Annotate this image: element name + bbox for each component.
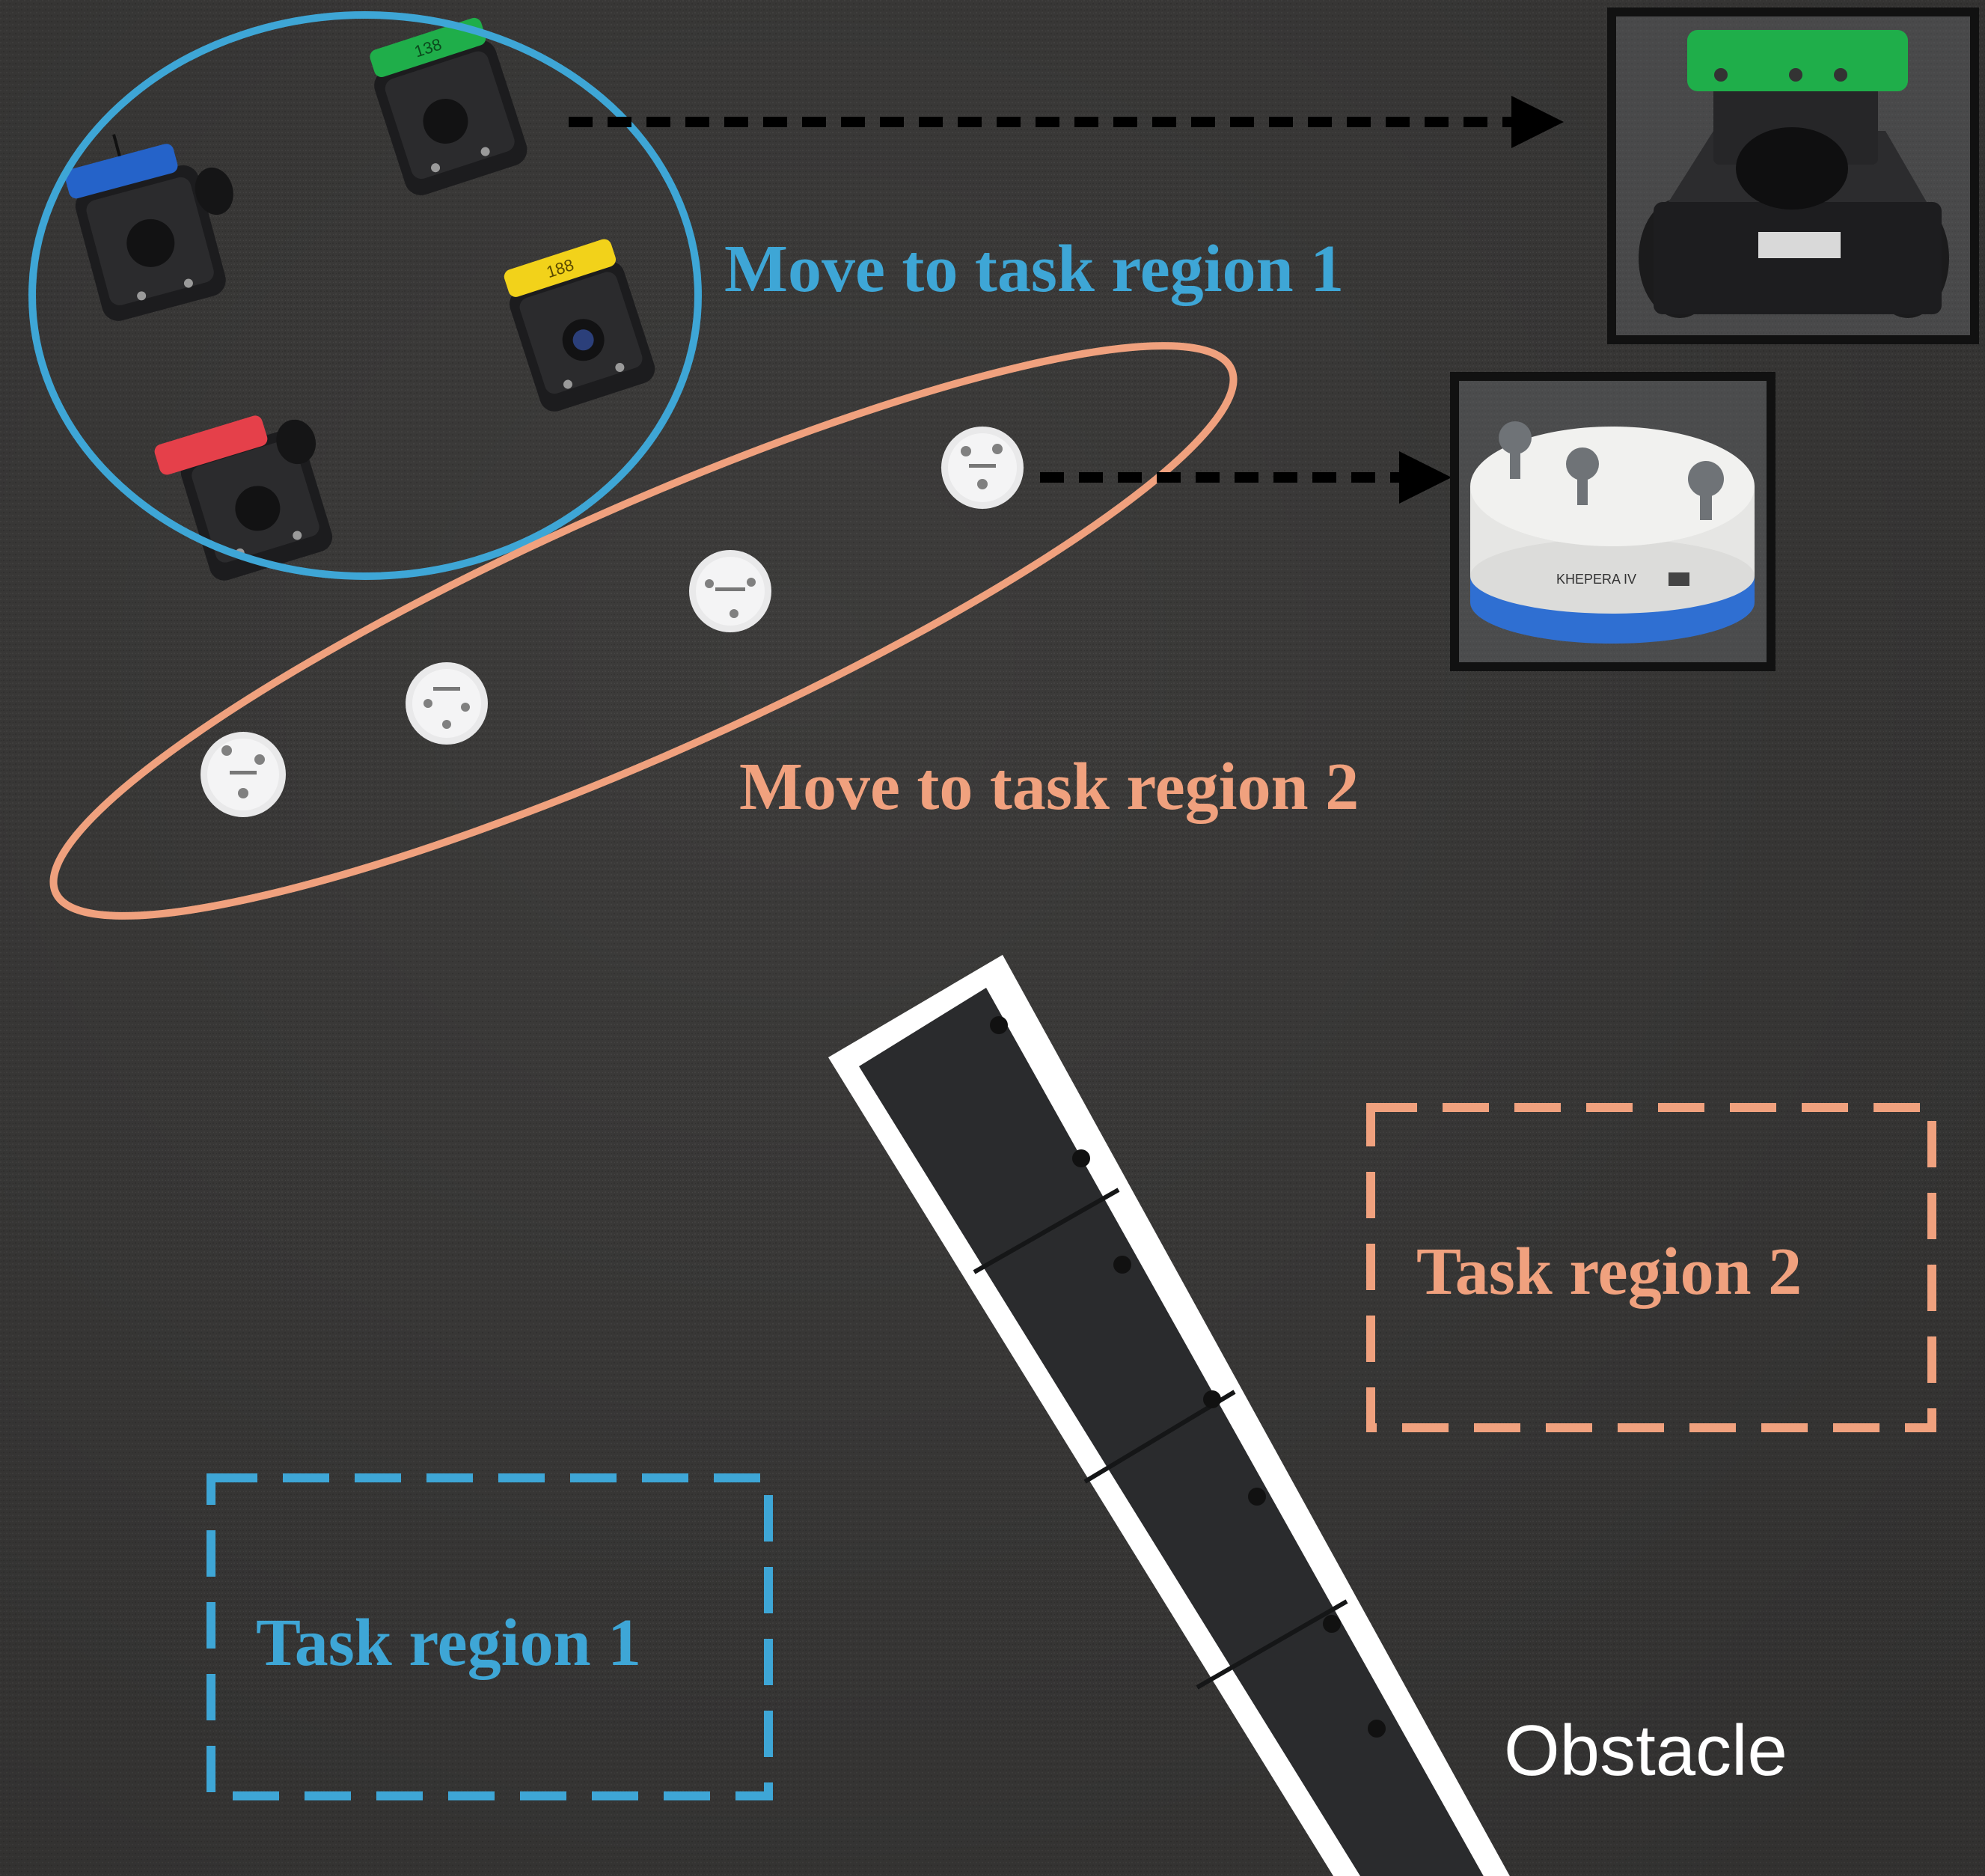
blue-group-outline bbox=[28, 11, 702, 580]
khepera-robot bbox=[201, 732, 286, 817]
task-region-2-box bbox=[1366, 1103, 1936, 1432]
inset-khepera-robot: KHEPERA IV bbox=[1450, 372, 1776, 671]
move-to-task-region-2-label: Move to task region 2 bbox=[739, 750, 1359, 824]
obstacle-seam-1 bbox=[973, 1188, 1120, 1274]
task-region-1-label: Task region 1 bbox=[256, 1606, 642, 1680]
robot-blue bbox=[64, 134, 233, 321]
khepera-robot bbox=[406, 662, 488, 745]
obstacle bbox=[828, 955, 1510, 1876]
move-to-task-region-1-label: Move to task region 1 bbox=[724, 232, 1345, 306]
obstacle-clip bbox=[990, 1016, 1008, 1034]
khepera-robot bbox=[941, 427, 1024, 509]
obstacle-clip bbox=[1323, 1615, 1341, 1633]
obstacle-clip bbox=[1203, 1390, 1221, 1408]
robot-yellow: 188 bbox=[504, 239, 655, 412]
robot-red bbox=[154, 415, 333, 581]
robot-green: 138 bbox=[370, 17, 527, 195]
obstacle-clip bbox=[1072, 1149, 1090, 1167]
obstacle-seam-3 bbox=[1196, 1599, 1348, 1690]
obstacle-clip bbox=[1113, 1256, 1131, 1274]
obstacle-clip bbox=[1368, 1720, 1386, 1738]
obstacle-clip bbox=[1248, 1488, 1266, 1506]
obstacle-label: Obstacle bbox=[1504, 1711, 1787, 1791]
khepera-label-text: KHEPERA IV bbox=[1556, 572, 1636, 587]
task-region-1-box bbox=[207, 1473, 773, 1800]
orange-group-outline bbox=[49, 342, 1238, 920]
task-region-2-label: Task region 2 bbox=[1416, 1235, 1802, 1309]
khepera-robot bbox=[689, 550, 771, 632]
inset-black-robot bbox=[1607, 7, 1979, 344]
